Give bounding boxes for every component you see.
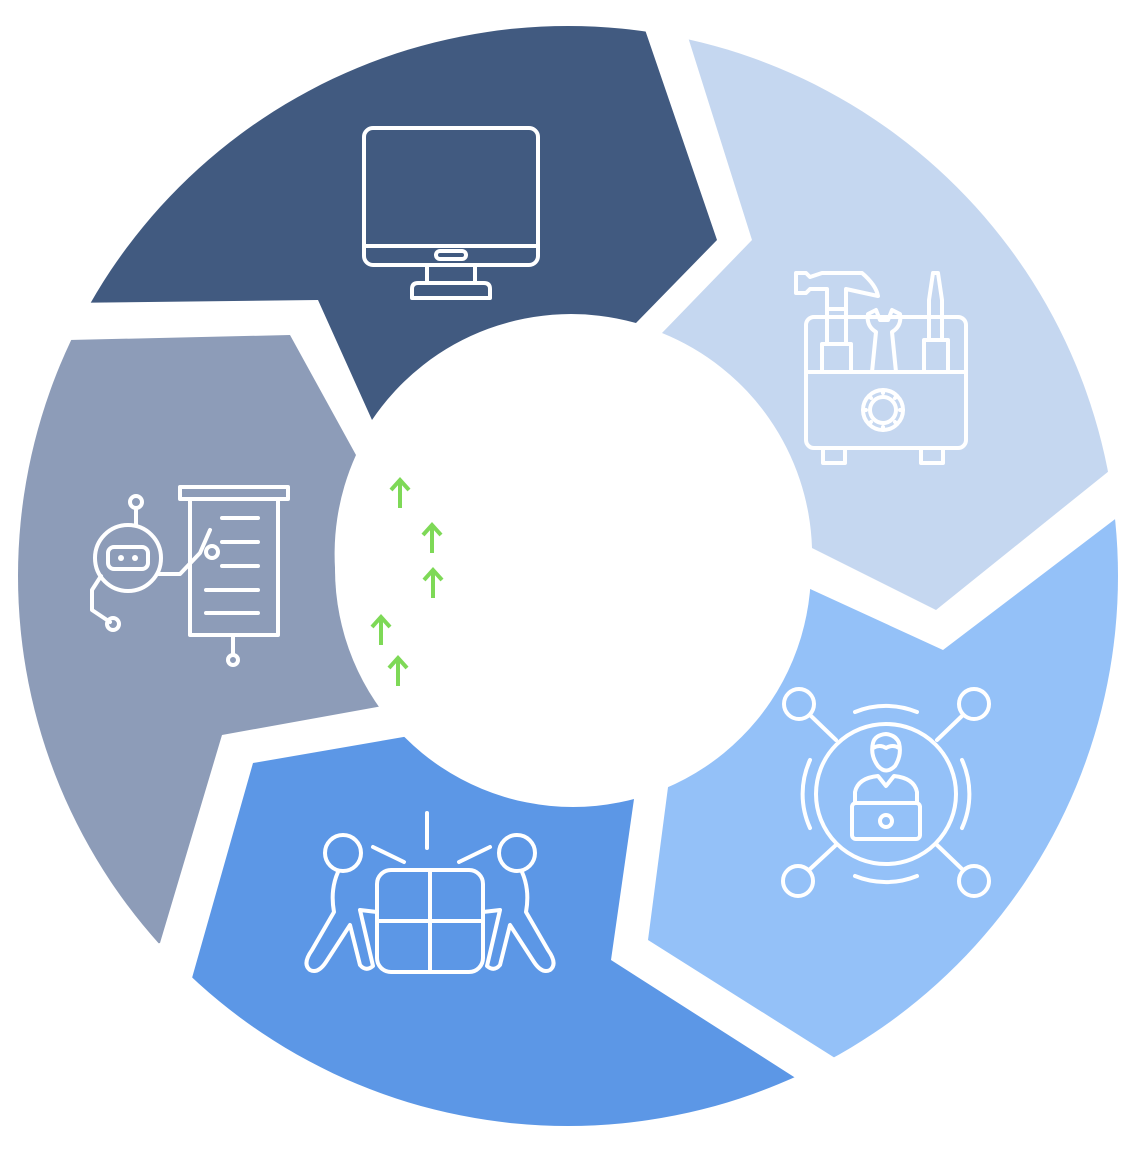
up-arrow-icon bbox=[422, 567, 444, 598]
robot-presentation-icon bbox=[90, 485, 290, 667]
teamwork-puzzle-icon bbox=[304, 811, 556, 974]
monitor-icon bbox=[362, 126, 540, 300]
up-arrow-icon bbox=[421, 522, 443, 553]
up-arrow-icon bbox=[389, 477, 411, 508]
up-arrow-icon bbox=[370, 614, 392, 645]
toolbox-icon bbox=[794, 271, 968, 465]
center-circle bbox=[335, 331, 811, 807]
arrow-markers bbox=[370, 477, 444, 686]
networked-user-icon bbox=[781, 687, 991, 898]
up-arrow-icon bbox=[387, 655, 409, 686]
